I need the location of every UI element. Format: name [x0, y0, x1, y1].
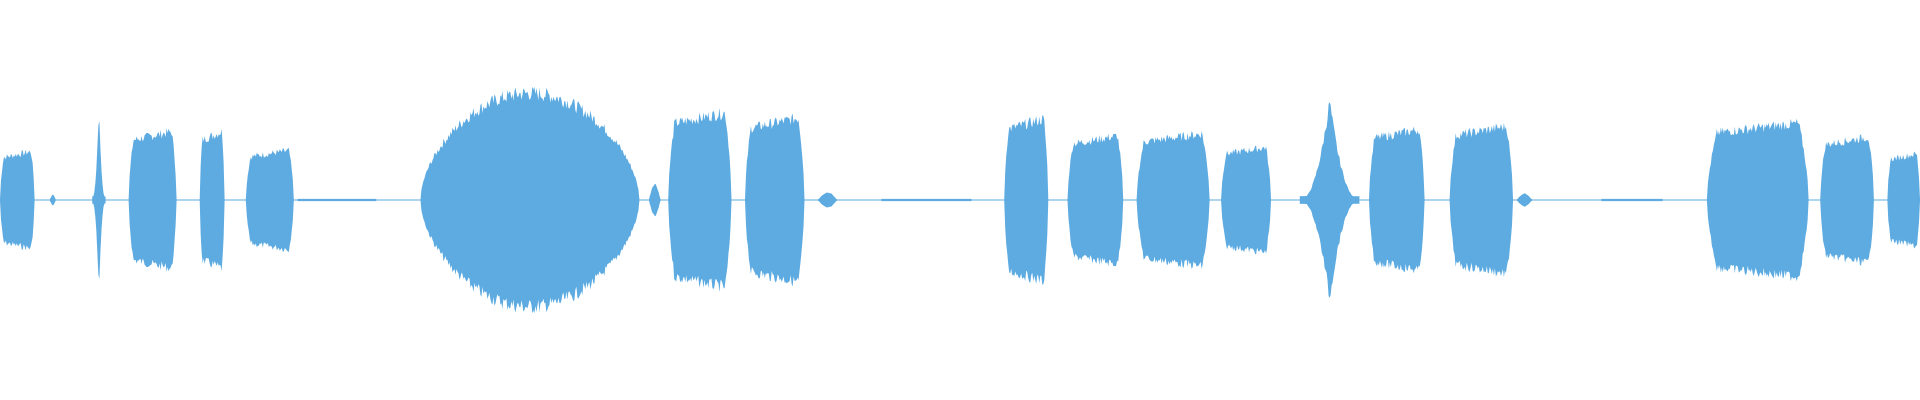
waveform-segment-1 — [0, 149, 35, 251]
waveform-segment-7 — [297, 198, 377, 202]
waveform-segment-20 — [1449, 122, 1513, 278]
waveform-segment-13 — [881, 198, 972, 202]
waveform-segments — [0, 86, 1920, 314]
waveform-segment-14 — [1004, 115, 1049, 285]
waveform-segment-3 — [92, 121, 106, 279]
waveform-segment-25 — [1887, 151, 1920, 249]
waveform-segment-19 — [1369, 126, 1425, 274]
waveform-segment-24 — [1820, 134, 1874, 266]
waveform-segment-12 — [817, 192, 838, 208]
waveform-segment-9 — [649, 184, 661, 216]
waveform-segment-10 — [668, 107, 732, 293]
waveform-segment-17 — [1221, 145, 1271, 255]
waveform-segment-16 — [1136, 131, 1210, 269]
waveform-segment-11 — [745, 113, 805, 287]
waveform-segment-22 — [1601, 198, 1663, 202]
waveform-segment-18 — [1299, 102, 1360, 298]
waveform-segment-5 — [199, 129, 225, 271]
waveform-segment-15 — [1067, 133, 1124, 267]
waveform-segment-6 — [245, 147, 294, 253]
waveform-segment-23 — [1706, 118, 1809, 282]
waveform-segment-8 — [420, 86, 640, 314]
waveform-segment-21 — [1516, 193, 1533, 207]
waveform-segment-2 — [49, 194, 56, 206]
waveform-segment-4 — [128, 128, 177, 272]
